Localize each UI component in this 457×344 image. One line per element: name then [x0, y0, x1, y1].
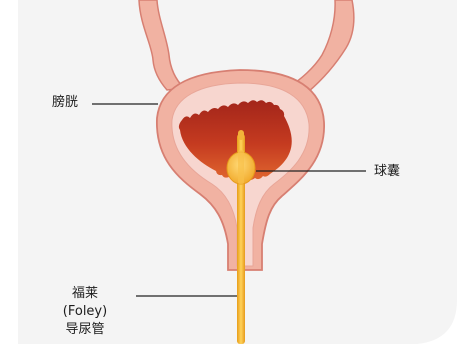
label-catheter-line1: 福莱 — [54, 285, 116, 303]
catheter-tip — [238, 130, 244, 140]
label-bladder: 膀胱 — [52, 95, 78, 111]
label-balloon: 球囊 — [374, 164, 400, 180]
label-catheter-line2: (Foley) — [54, 303, 116, 321]
label-foley-catheter: 福莱 (Foley) 导尿管 — [54, 285, 116, 339]
label-catheter-line3: 导尿管 — [54, 321, 116, 339]
catheter-tube-through-balloon — [238, 150, 244, 184]
